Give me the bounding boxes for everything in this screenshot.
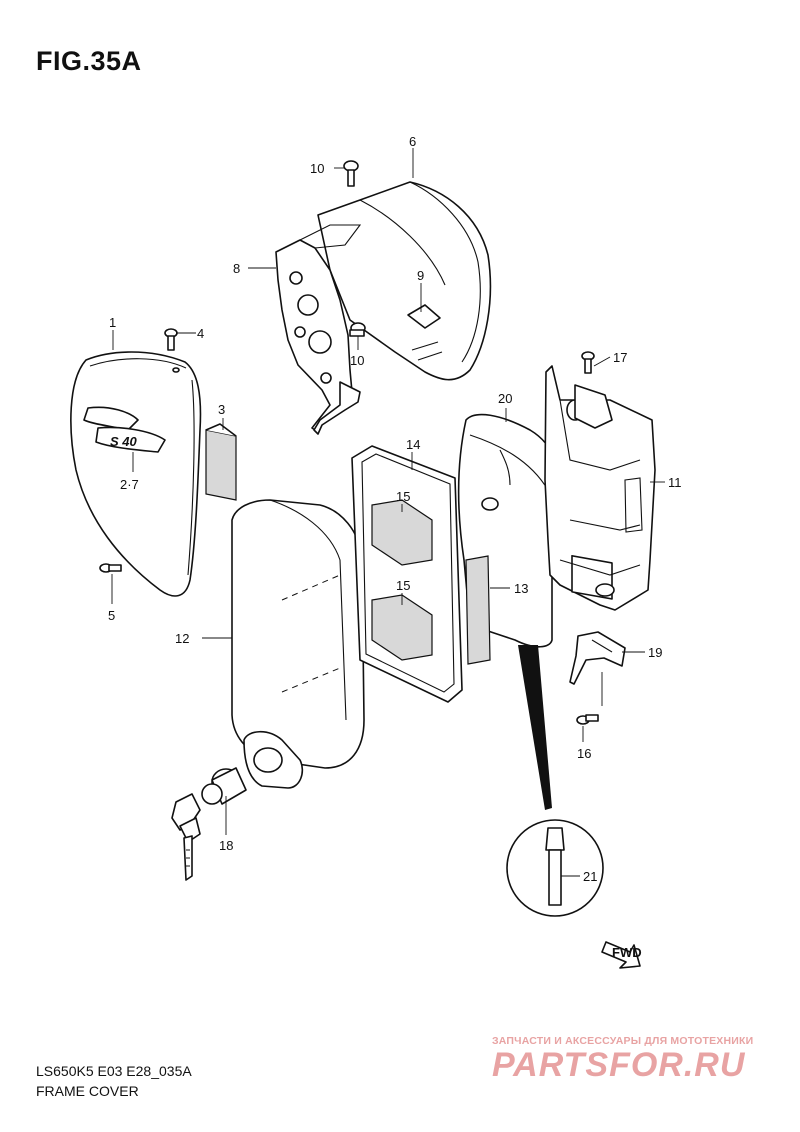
fwd-label: FWD xyxy=(612,945,642,960)
callout-14: 14 xyxy=(406,437,420,452)
part-15-pad-upper xyxy=(371,499,433,566)
part-12-tool-box xyxy=(231,499,365,769)
callout-4: 4 xyxy=(197,326,204,341)
screw-16 xyxy=(576,714,599,725)
callout-13: 13 xyxy=(514,581,528,596)
screw-17 xyxy=(581,351,595,374)
callout-15-upper: 15 xyxy=(396,489,410,504)
leader-lines xyxy=(111,148,665,877)
callout-9: 9 xyxy=(417,268,424,283)
callout-18: 18 xyxy=(219,838,233,853)
part-3-grommet xyxy=(205,423,237,501)
part-19-clip xyxy=(569,631,626,685)
callout-12: 12 xyxy=(175,631,189,646)
figure-code: LS650K5 E03 E28_035A xyxy=(36,1063,192,1079)
callout-3: 3 xyxy=(218,402,225,417)
callout-15-lower: 15 xyxy=(396,578,410,593)
screw-5 xyxy=(99,563,122,573)
part-14-seal-frame xyxy=(351,445,463,703)
callout-8: 8 xyxy=(233,261,240,276)
part-1-side-cover: S 40 xyxy=(70,351,202,597)
part-18-lock-set xyxy=(171,730,304,881)
callout-labels: 1 2·7 3 4 5 6 8 9 10 10 11 12 13 14 15 1… xyxy=(108,134,682,884)
callout-5: 5 xyxy=(108,608,115,623)
figure-title: FIG.35A xyxy=(36,46,142,76)
callout-17: 17 xyxy=(613,350,627,365)
callout-10-top: 10 xyxy=(310,161,324,176)
screw-4 xyxy=(164,328,178,351)
cover-badge: S 40 xyxy=(110,434,138,449)
callout-2-7: 2·7 xyxy=(120,477,139,492)
callout-16: 16 xyxy=(577,746,591,761)
part-21-detail xyxy=(506,645,604,917)
part-8-bracket xyxy=(275,224,362,435)
figure-name: FRAME COVER xyxy=(36,1083,139,1099)
callout-19: 19 xyxy=(648,645,662,660)
callout-6: 6 xyxy=(409,134,416,149)
part-13-strip xyxy=(465,555,491,665)
bolt-10-top xyxy=(343,160,359,187)
fwd-arrow-icon: FWD xyxy=(601,941,642,969)
bolt-10-mid xyxy=(349,322,366,337)
callout-1: 1 xyxy=(109,315,116,330)
watermark-tagline: ЗАПЧАСТИ И АКСЕССУАРЫ ДЛЯ МОТОТЕХНИКИ xyxy=(492,1035,754,1047)
callout-21: 21 xyxy=(583,869,597,884)
callout-10-mid: 10 xyxy=(350,353,364,368)
part-6-rear-cover xyxy=(317,181,492,381)
watermark-logo: PARTSFOR.RU xyxy=(492,1046,746,1084)
callout-11: 11 xyxy=(668,475,682,490)
part-11-bracket xyxy=(544,365,656,611)
callout-20: 20 xyxy=(498,391,512,406)
